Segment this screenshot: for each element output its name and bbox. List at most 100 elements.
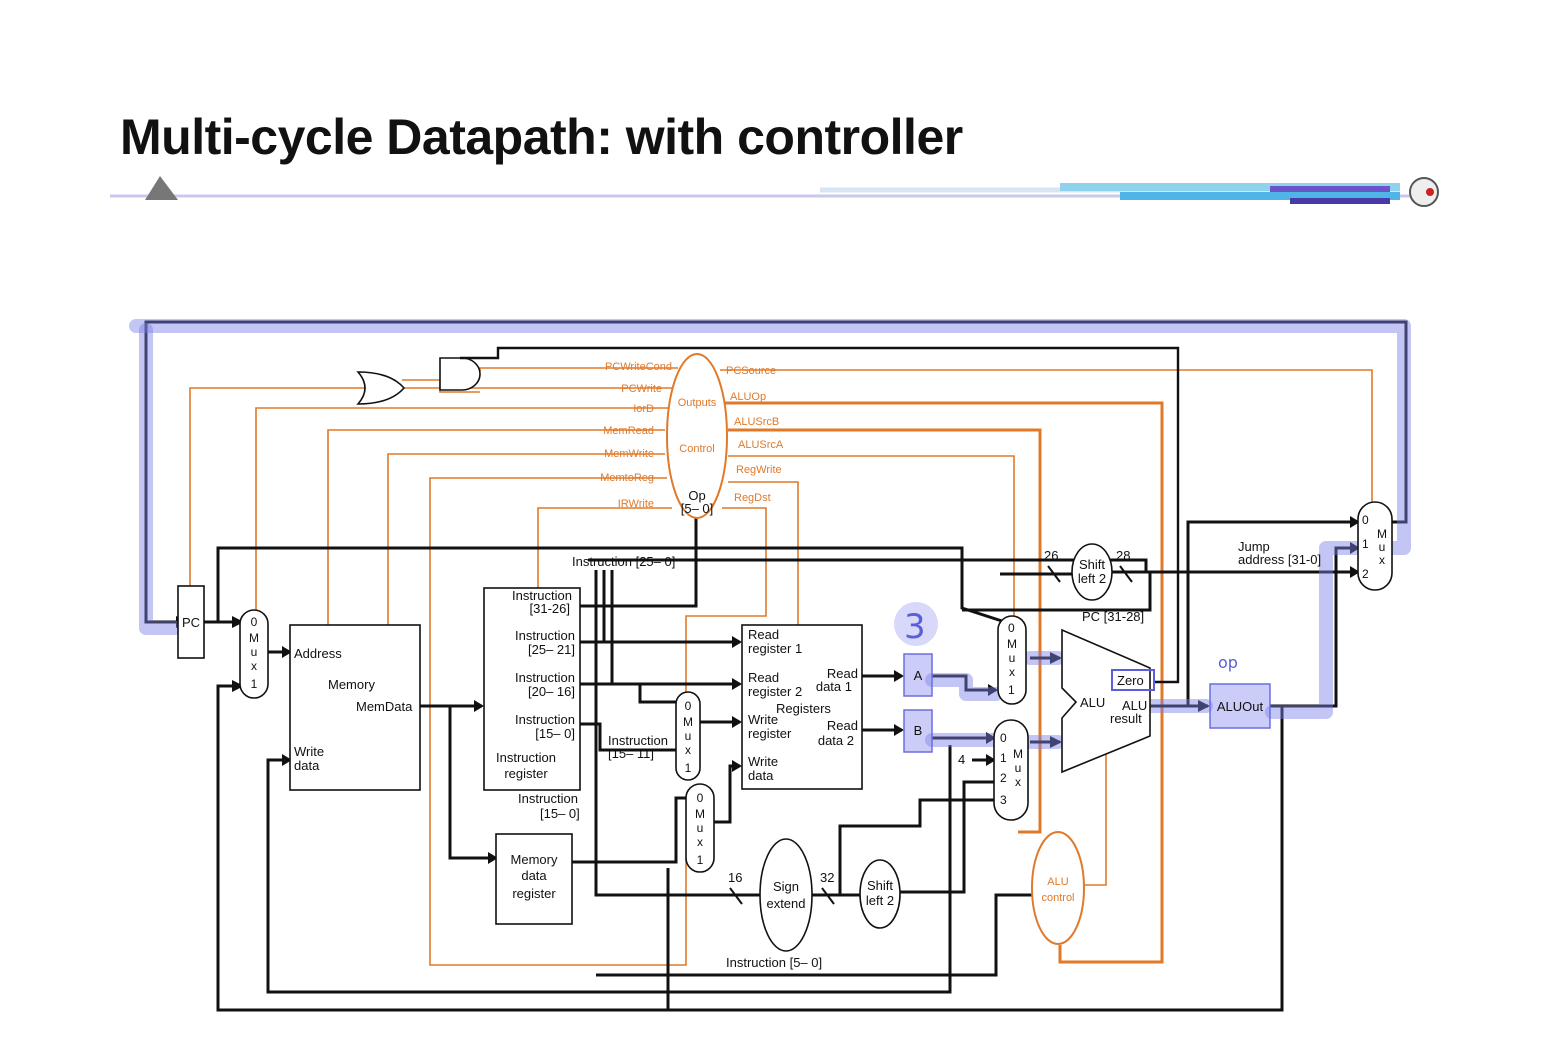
svg-text:x: x <box>1015 775 1021 789</box>
svg-text:1: 1 <box>1362 537 1369 551</box>
svg-text:MemWrite: MemWrite <box>604 448 654 460</box>
svg-text:Instruction: Instruction <box>512 588 572 603</box>
svg-text:M: M <box>683 715 693 729</box>
svg-text:RegWrite: RegWrite <box>736 464 782 476</box>
svg-text:0: 0 <box>1362 513 1369 527</box>
control-signal-labels: PCWriteCond PCWrite IorD MemRead MemWrit… <box>600 361 784 510</box>
svg-text:Read: Read <box>748 627 779 642</box>
svg-text:Instruction: Instruction <box>496 750 556 765</box>
title-rule <box>110 176 1439 207</box>
svg-text:ALU: ALU <box>1080 695 1105 710</box>
svg-text:result: result <box>1110 711 1142 726</box>
svg-text:left 2: left 2 <box>866 893 894 908</box>
svg-text:[5– 0]: [5– 0] <box>681 501 714 516</box>
svg-text:Instruction: Instruction <box>515 628 575 643</box>
svg-text:ALUOp: ALUOp <box>730 391 766 403</box>
svg-text:Zero: Zero <box>1117 673 1144 688</box>
svg-text:Registers: Registers <box>776 701 831 716</box>
svg-text:IorD: IorD <box>633 403 654 415</box>
svg-text:Jump: Jump <box>1238 539 1270 554</box>
svg-text:u: u <box>1015 761 1022 775</box>
svg-text:Shift: Shift <box>867 878 893 893</box>
svg-text:Instruction: Instruction <box>515 670 575 685</box>
svg-text:x: x <box>1379 553 1385 567</box>
svg-text:PCWriteCond: PCWriteCond <box>605 361 672 373</box>
svg-text:data: data <box>748 768 774 783</box>
svg-text:data: data <box>521 868 547 883</box>
mux-regdst: 0 M u x 1 <box>675 691 701 781</box>
svg-text:control: control <box>1041 892 1074 904</box>
svg-text:M: M <box>1377 527 1387 541</box>
svg-text:B: B <box>914 723 923 738</box>
or-gate <box>356 371 406 405</box>
bus-width-marks <box>729 565 1133 905</box>
svg-text:Op: Op <box>688 488 705 503</box>
svg-text:data: data <box>294 758 320 773</box>
svg-text:u: u <box>685 729 692 743</box>
svg-text:2: 2 <box>1000 771 1007 785</box>
svg-text:Instruction: Instruction <box>515 712 575 727</box>
mux-pcsource: 0 1 2 M u x <box>1357 501 1393 591</box>
svg-text:Read: Read <box>748 670 779 685</box>
svg-text:1: 1 <box>685 761 692 775</box>
svg-text:Read: Read <box>827 718 858 733</box>
svg-text:ALU: ALU <box>1047 876 1068 888</box>
handwritten-annotations: 3 op <box>894 602 1238 672</box>
svg-text:Instruction [25– 0]: Instruction [25– 0] <box>572 554 675 569</box>
zero-wire <box>460 346 1180 684</box>
svg-text:register 2: register 2 <box>748 684 802 699</box>
svg-text:Read: Read <box>827 666 858 681</box>
annotation-circle-icon <box>894 602 938 646</box>
svg-text:[31-26]: [31-26] <box>530 601 570 616</box>
svg-text:Sign: Sign <box>773 879 799 894</box>
svg-text:x: x <box>1009 665 1015 679</box>
control-unit: Outputs Control Op [5– 0] <box>666 353 728 519</box>
svg-text:[25– 21]: [25– 21] <box>528 642 575 657</box>
svg-text:1: 1 <box>251 677 258 691</box>
svg-text:0: 0 <box>1000 731 1007 745</box>
svg-text:op: op <box>1218 653 1238 672</box>
svg-text:x: x <box>251 659 257 673</box>
svg-text:u: u <box>1379 540 1386 554</box>
mux-memtoreg: 0 M u x 1 <box>685 783 715 873</box>
memory-unit: Address Memory MemData Write data <box>289 624 421 791</box>
svg-text:28: 28 <box>1116 548 1130 563</box>
svg-text:address [31-0]: address [31-0] <box>1238 552 1321 567</box>
svg-text:IRWrite: IRWrite <box>618 498 654 510</box>
svg-text:1: 1 <box>697 853 704 867</box>
mux-alusrca: 0 M u x 1 <box>997 615 1027 705</box>
svg-text:M: M <box>1007 637 1017 651</box>
slide-title: Multi-cycle Datapath: with controller <box>120 109 963 165</box>
svg-text:ALU: ALU <box>1122 698 1147 713</box>
ship-icon <box>145 176 178 200</box>
svg-text:PC [31-28]: PC [31-28] <box>1082 609 1144 624</box>
svg-text:PCSource: PCSource <box>726 365 776 377</box>
svg-text:Shift: Shift <box>1079 557 1105 572</box>
wire-labels: Instruction [25– 0] Instruction [15– 11]… <box>518 539 1321 970</box>
svg-text:1: 1 <box>1000 751 1007 765</box>
svg-text:[15– 0]: [15– 0] <box>540 806 580 821</box>
svg-text:0: 0 <box>251 615 258 629</box>
svg-text:x: x <box>685 743 691 757</box>
svg-text:ALUOut: ALUOut <box>1217 699 1264 714</box>
svg-text:Write: Write <box>748 712 778 727</box>
svg-text:data 1: data 1 <box>816 679 852 694</box>
svg-text:0: 0 <box>1008 621 1015 635</box>
shift-left-branch: Shift left 2 <box>859 859 901 929</box>
register-a: A <box>903 653 933 697</box>
svg-text:Control: Control <box>679 443 714 455</box>
register-file: Read register 1 Read register 2 Register… <box>741 624 863 790</box>
and-gate <box>439 357 481 391</box>
svg-text:26: 26 <box>1044 548 1058 563</box>
svg-text:3: 3 <box>1000 793 1007 807</box>
sign-extend: Sign extend <box>759 838 813 952</box>
svg-text:2: 2 <box>1362 567 1369 581</box>
svg-text:Instruction [5– 0]: Instruction [5– 0] <box>726 955 822 970</box>
svg-text:0: 0 <box>685 699 692 713</box>
svg-text:Write: Write <box>748 754 778 769</box>
register-b: B <box>903 709 933 753</box>
svg-text:u: u <box>697 821 704 835</box>
svg-text:M: M <box>249 631 259 645</box>
svg-text:Memory: Memory <box>328 677 375 692</box>
